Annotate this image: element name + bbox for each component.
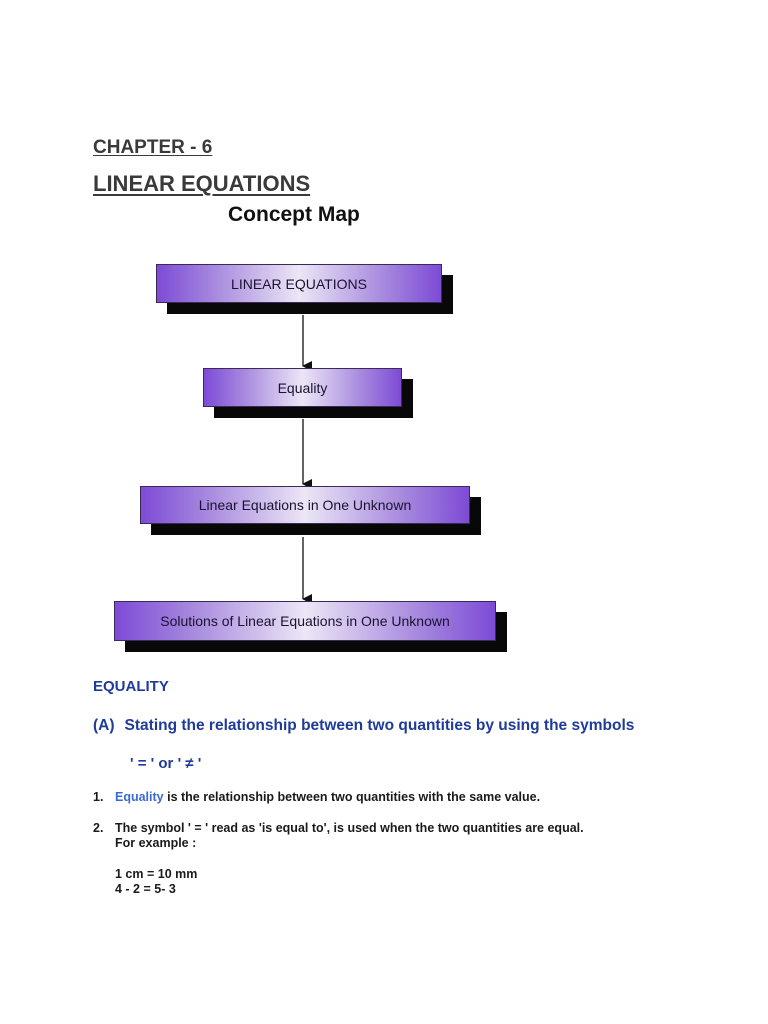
concept-box-equality: Equality: [203, 368, 402, 407]
keyword-link[interactable]: Equality: [115, 790, 164, 804]
subsection-text: Stating the relationship between two qua…: [124, 717, 635, 734]
concept-box-solutions: Solutions of Linear Equations in One Unk…: [114, 601, 496, 641]
section-heading: EQUALITY: [93, 678, 169, 695]
list-item-body: The symbol ' = ' read as 'is equal to', …: [115, 821, 675, 851]
subsection-heading: (A) Stating the relationship between two …: [93, 716, 663, 736]
concept-box-linear-equations-one-unknown: Linear Equations in One Unknown: [140, 486, 470, 524]
chapter-heading: CHAPTER - 6: [93, 137, 213, 158]
example-line: 1 cm = 10 mm: [115, 867, 198, 881]
concept-map-title: Concept Map: [228, 203, 360, 226]
list-item-number: 1.: [93, 790, 104, 804]
symbols-line: ' = ' or ' ≠ ': [130, 755, 202, 772]
list-item-text-continued: For example :: [115, 836, 197, 850]
list-item-text: The symbol ' = ' read as 'is equal to', …: [115, 821, 584, 835]
example-line: 4 - 2 = 5- 3: [115, 882, 176, 896]
list-item-number: 2.: [93, 821, 104, 835]
subsection-tag: (A): [93, 717, 115, 734]
concept-box-linear-equations: LINEAR EQUATIONS: [156, 264, 442, 303]
list-item-body: Equality is the relationship between two…: [115, 790, 675, 805]
list-item-text: is the relationship between two quantiti…: [163, 790, 541, 804]
document-title: LINEAR EQUATIONS: [93, 171, 311, 196]
